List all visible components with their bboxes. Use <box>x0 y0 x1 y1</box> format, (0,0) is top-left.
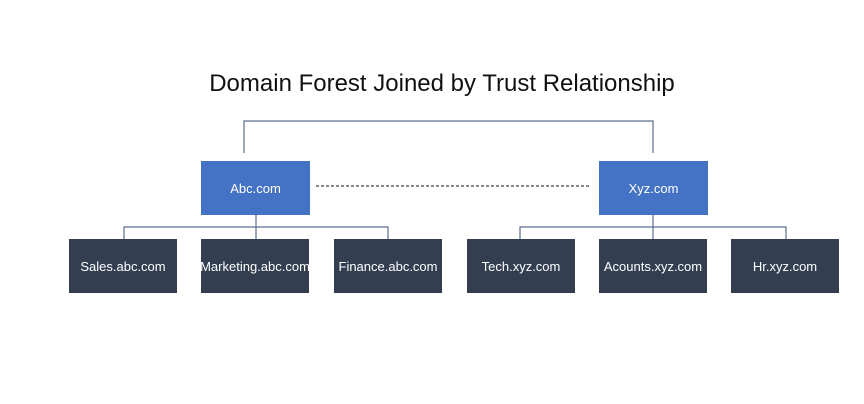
subdomain-acounts: Acounts.xyz.com <box>599 239 707 293</box>
domain-xyz: Xyz.com <box>599 161 708 215</box>
subdomain-tech: Tech.xyz.com <box>467 239 575 293</box>
subdomain-hr: Hr.xyz.com <box>731 239 839 293</box>
forest-bracket <box>243 120 654 153</box>
subdomain-sales: Sales.abc.com <box>69 239 177 293</box>
diagram-title: Domain Forest Joined by Trust Relationsh… <box>209 70 675 97</box>
abc-children-bar <box>123 226 389 239</box>
domain-abc: Abc.com <box>201 161 310 215</box>
xyz-children-bar <box>519 226 787 239</box>
subdomain-finance: Finance.abc.com <box>334 239 442 293</box>
subdomain-marketing: Marketing.abc.com <box>200 239 310 293</box>
